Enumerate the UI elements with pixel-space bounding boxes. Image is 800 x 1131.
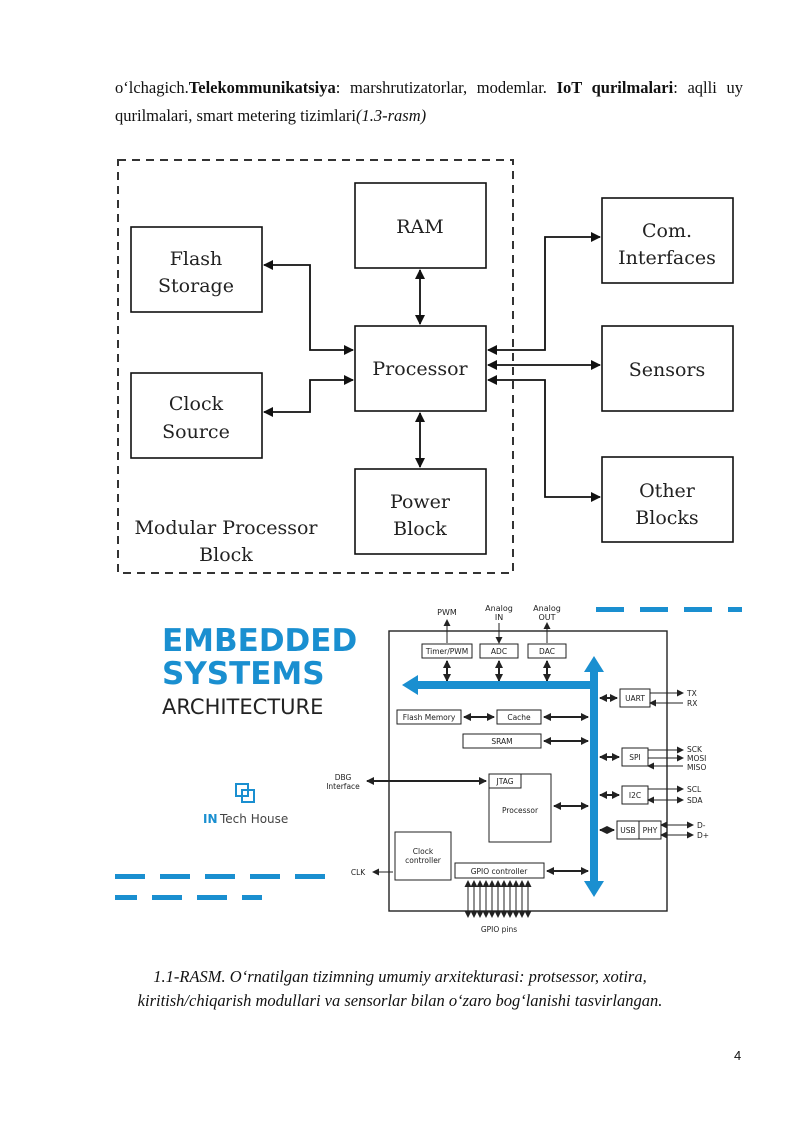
gpio-controller-label: GPIO controller xyxy=(471,867,529,876)
brand-logo-icon xyxy=(235,783,255,803)
gpio-pins xyxy=(464,880,532,918)
figure-reference: (1.3-rasm) xyxy=(356,106,427,125)
accent-dash xyxy=(160,874,190,879)
text-segment: o‘lchagich. xyxy=(115,78,189,97)
term-telecom: Telekommunikatsiya xyxy=(188,78,336,97)
accent-dash xyxy=(152,895,182,900)
flash-label-1: Flash xyxy=(170,248,223,270)
com-interfaces-block: Com. Interfaces xyxy=(601,197,734,284)
ram-block: RAM xyxy=(354,182,487,269)
accent-dash xyxy=(242,895,262,900)
adc-label: ADC xyxy=(491,647,507,656)
power-block: Power Block xyxy=(354,468,487,555)
processor-label-small: Processor xyxy=(502,806,539,815)
accent-dash xyxy=(250,874,280,879)
sda-label: SDA xyxy=(687,796,703,805)
title-systems: SYSTEMS xyxy=(162,656,325,692)
analog-in-label-2: IN xyxy=(495,613,503,622)
cache-label: Cache xyxy=(507,713,531,722)
sensors-label: Sensors xyxy=(629,359,706,381)
brand-name: Tech House xyxy=(219,812,288,826)
usb-label: USB xyxy=(620,826,635,835)
mosi-label: MOSI xyxy=(687,754,706,763)
term-iot: IoT qurilmalari xyxy=(556,78,674,97)
clk-label: CLK xyxy=(351,868,366,877)
accent-dash xyxy=(596,607,624,612)
page-number: 4 xyxy=(734,1048,742,1063)
system-bus xyxy=(402,656,604,897)
processor-block: Processor xyxy=(354,325,487,412)
modular-block-container xyxy=(117,159,514,574)
analog-out-label-1: Analog xyxy=(533,604,561,613)
accent-dash xyxy=(197,895,227,900)
sram-label: SRAM xyxy=(491,737,512,746)
processor-label: Processor xyxy=(372,358,468,380)
clock-ctrl-label-2: controller xyxy=(405,856,442,865)
body-paragraph: o‘lchagich.Telekommunikatsiya: marshruti… xyxy=(115,74,743,130)
analog-out-label-2: OUT xyxy=(538,613,555,622)
accent-dash xyxy=(115,874,145,879)
rx-label: RX xyxy=(687,699,697,708)
d-minus-label: D- xyxy=(697,821,706,830)
embedded-architecture-figure: EMBEDDED SYSTEMS ARCHITECTURE IN Tech Ho… xyxy=(115,604,742,934)
dbg-label-2: Interface xyxy=(326,782,360,791)
dbg-label-1: DBG xyxy=(335,773,352,782)
power-label-2: Block xyxy=(393,518,447,540)
sck-label: SCK xyxy=(687,745,703,754)
flash-memory-label: Flash Memory xyxy=(403,713,456,722)
uart-label: UART xyxy=(625,694,645,703)
text-segment: : aqlli uy qurilmalari, smart metering t… xyxy=(115,78,743,125)
accent-dash xyxy=(728,607,742,612)
ram-label: RAM xyxy=(396,216,443,238)
clock-ctrl-label-1: Clock xyxy=(413,847,434,856)
dac-label: DAC xyxy=(539,647,555,656)
sensors-block: Sensors xyxy=(601,325,734,412)
accent-dash xyxy=(684,607,712,612)
processor-other-arrow xyxy=(487,375,601,502)
other-label-2: Blocks xyxy=(635,507,698,529)
figure-caption: 1.1-RASM. O‘rnatilgan tizimning umumiy a… xyxy=(100,965,700,1013)
clock-processor-arrow xyxy=(263,375,354,417)
i2c-label: I2C xyxy=(629,791,641,800)
caption-line-2: kiritish/chiqarish modullari va sensorla… xyxy=(137,991,663,1010)
flash-processor-arrow xyxy=(263,260,354,355)
title-embedded: EMBEDDED xyxy=(162,623,357,659)
accent-dash xyxy=(115,895,137,900)
clock-label-1: Clock xyxy=(169,393,224,415)
jtag-label: JTAG xyxy=(495,777,513,786)
scl-label: SCL xyxy=(687,785,702,794)
modular-processor-diagram: RAM Flash Storage Processor Clock Source… xyxy=(117,159,734,574)
container-label-2: Block xyxy=(199,544,253,566)
power-label-1: Power xyxy=(390,491,451,513)
flash-storage-block: Flash Storage xyxy=(130,226,263,313)
analog-in-label-1: Analog xyxy=(485,604,513,613)
com-label-2: Interfaces xyxy=(618,247,716,269)
gpio-pins-label: GPIO pins xyxy=(481,925,517,934)
accent-dash xyxy=(295,874,325,879)
title-architecture: ARCHITECTURE xyxy=(162,695,323,719)
accent-dash xyxy=(640,607,668,612)
clock-label-2: Source xyxy=(162,421,230,443)
miso-label: MISO xyxy=(687,763,706,772)
spi-label: SPI xyxy=(629,753,641,762)
com-label-1: Com. xyxy=(642,220,692,242)
clock-source-block: Clock Source xyxy=(130,372,263,459)
text-segment: : marshrutizatorlar, modemlar. xyxy=(335,78,557,97)
brand-prefix: IN xyxy=(203,812,218,826)
container-label-1: Modular Processor xyxy=(134,517,318,539)
caption-line-1: 1.1-RASM. O‘rnatilgan tizimning umumiy a… xyxy=(153,967,647,986)
flash-label-2: Storage xyxy=(158,275,234,297)
tx-label: TX xyxy=(686,689,697,698)
other-blocks-block: Other Blocks xyxy=(601,456,734,543)
pwm-label: PWM xyxy=(437,608,457,617)
timer-pwm-label: Timer/PWM xyxy=(425,647,468,656)
accent-dash xyxy=(205,874,235,879)
d-plus-label: D+ xyxy=(697,831,709,840)
processor-com-arrow xyxy=(487,232,601,355)
phy-label: PHY xyxy=(643,826,658,835)
other-label-1: Other xyxy=(639,480,696,502)
